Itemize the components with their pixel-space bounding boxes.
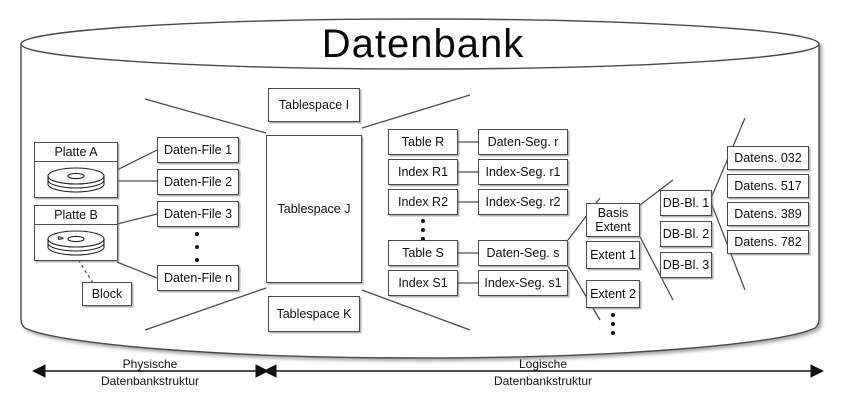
- record-box-3[interactable]: Datens. 389: [727, 202, 809, 226]
- tablespace-box-j[interactable]: Tablespace J: [266, 135, 362, 283]
- record-box-4[interactable]: Datens. 782: [727, 230, 809, 254]
- record-box-2[interactable]: Datens. 517: [727, 174, 809, 198]
- segment-box-index-r1[interactable]: Index-Seg. r1: [478, 159, 568, 185]
- disk-platte-a-label: Platte A: [35, 143, 117, 162]
- caption-physical-line2: Datenbankstruktur: [100, 374, 200, 389]
- db-block-box-2[interactable]: DB-Bl. 2: [660, 221, 712, 247]
- data-file-box-2[interactable]: Daten-File 2: [157, 169, 239, 195]
- object-ellipsis: [420, 219, 426, 241]
- extent-box-2[interactable]: Extent 2: [586, 280, 640, 308]
- object-box-table-r[interactable]: Table R: [388, 129, 458, 155]
- db-block-box-1[interactable]: DB-Bl. 1: [660, 190, 712, 216]
- data-file-box-3[interactable]: Daten-File 3: [157, 201, 239, 227]
- disk-platte-a[interactable]: Platte A: [34, 142, 118, 198]
- object-box-index-r1[interactable]: Index R1: [388, 159, 458, 185]
- extent-box-1[interactable]: Extent 1: [586, 241, 640, 269]
- disk-platter-block-icon: [35, 225, 117, 261]
- block-box[interactable]: Block: [82, 282, 132, 306]
- segment-box-daten-s[interactable]: Daten-Seg. s: [478, 240, 568, 266]
- data-file-ellipsis: [194, 232, 200, 262]
- tablespace-box-i[interactable]: Tablespace I: [268, 88, 360, 122]
- record-box-1[interactable]: Datens. 032: [727, 146, 809, 170]
- disk-platte-b[interactable]: Platte B: [34, 205, 118, 261]
- object-box-table-s[interactable]: Table S: [388, 240, 458, 266]
- data-file-box-n[interactable]: Daten-File n: [157, 265, 239, 291]
- tablespace-box-k[interactable]: Tablespace K: [268, 296, 360, 332]
- db-block-box-3[interactable]: DB-Bl. 3: [660, 252, 712, 278]
- extent-basis-line2: Extent: [595, 220, 631, 234]
- caption-physical: Physische Datenbankstruktur: [65, 356, 235, 391]
- segment-box-daten-r[interactable]: Daten-Seg. r: [478, 129, 568, 155]
- segment-box-index-r2[interactable]: Index-Seg. r2: [478, 189, 568, 215]
- caption-logical-line1: Logische: [518, 357, 568, 371]
- extent-basis-line1: Basis: [597, 205, 629, 220]
- caption-logical-line2: Datenbankstruktur: [493, 374, 593, 389]
- extent-box-basis[interactable]: Basis Extent: [586, 203, 640, 237]
- page-title: Datenbank: [321, 22, 525, 66]
- caption-logical: Logische Datenbankstruktur: [458, 356, 628, 391]
- data-file-box-1[interactable]: Daten-File 1: [157, 137, 239, 163]
- caption-physical-line1: Physische: [122, 357, 178, 371]
- object-box-index-r2[interactable]: Index R2: [388, 189, 458, 215]
- disk-platte-b-label: Platte B: [35, 206, 117, 225]
- disk-platter-icon: [35, 162, 117, 198]
- extent-ellipsis: [610, 313, 616, 335]
- segment-box-index-s1[interactable]: Index-Seg. s1: [478, 270, 568, 296]
- object-box-index-s1[interactable]: Index S1: [388, 270, 458, 296]
